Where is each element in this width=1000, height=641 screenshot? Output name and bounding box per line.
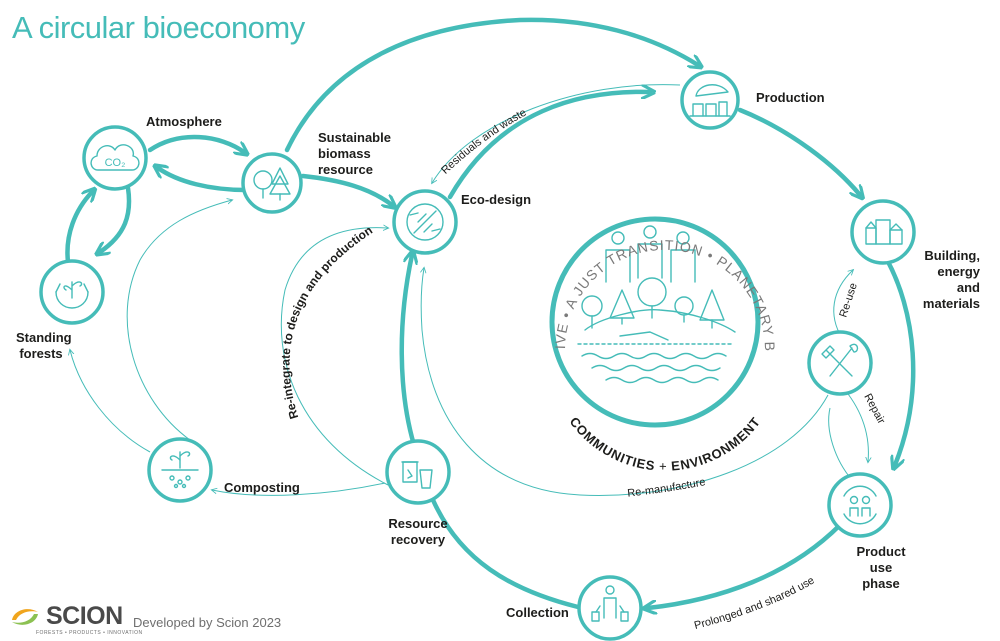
reuse-label: Re-use <box>837 281 859 318</box>
scion-logo-icon <box>12 609 38 625</box>
people-cycle-icon <box>843 485 877 525</box>
people-icon <box>605 225 696 283</box>
flow-collection-to-recovery <box>430 497 581 610</box>
flow-recovery-composting <box>212 482 386 496</box>
flow-repair <box>844 389 868 462</box>
node-production <box>680 70 740 130</box>
flow-production-to-building <box>737 107 860 195</box>
biomass-label: Sustainable biomass resource <box>318 130 391 177</box>
eco-design-label: Eco-design <box>461 192 532 207</box>
water-waves-icon <box>577 343 733 384</box>
co2-cloud-icon: CO₂ <box>90 144 140 171</box>
flow-biomass-to-production <box>284 17 698 153</box>
credit-text: Developed by Scion 2023 <box>133 615 282 630</box>
brand-tagline: FORESTS • PRODUCTS • INNOVATION <box>36 630 143 636</box>
flow-use-to-collection <box>648 522 843 608</box>
flow-atmos-biomass <box>147 134 244 152</box>
reintegrate-label: Re-integrate to design and production <box>279 223 375 421</box>
thin-flows <box>70 84 868 496</box>
repair-label: Repair <box>861 392 887 427</box>
svg-text:CO₂: CO₂ <box>105 157 126 169</box>
flow-biomass-atmos <box>158 168 249 193</box>
flow-biomass-ecodesign <box>300 173 392 205</box>
flow-repair-back <box>828 407 853 481</box>
flow-forest-atmos <box>65 192 92 265</box>
production-label: Production <box>756 90 825 105</box>
remanufacture-label: Re-manufacture <box>627 476 707 499</box>
flow-recovery-to-ecodesign <box>399 255 414 448</box>
brand-name: SCION <box>46 602 123 630</box>
flow-atmos-forest <box>100 185 132 252</box>
eco-design-icon <box>406 203 444 241</box>
trees-icon <box>253 167 291 201</box>
node-atmosphere <box>82 125 148 191</box>
tools-icon <box>821 343 859 377</box>
resource-recovery-label: Resource recovery <box>388 516 448 547</box>
node-building <box>850 199 916 265</box>
product-use-label: Product use phase <box>856 544 906 591</box>
node-circles <box>39 70 916 641</box>
atmosphere-label: Atmosphere <box>146 114 222 129</box>
building-label: Building, energy and materials <box>922 248 980 311</box>
flow-residuals <box>432 84 681 183</box>
hands-plant-icon <box>55 281 89 309</box>
collector-icon <box>591 585 629 622</box>
flow-remanufacture <box>421 268 829 496</box>
landscape-trees-icon <box>581 277 736 341</box>
flow-composting-forests <box>70 350 151 453</box>
flow-building-to-use <box>883 255 916 465</box>
flow-ecodesign-to-production <box>447 92 650 200</box>
flow-composting-biomass <box>126 200 232 441</box>
composting-label: Composting <box>224 480 300 495</box>
collection-label: Collection <box>506 605 569 620</box>
node-use <box>827 472 893 538</box>
node-recovery <box>385 439 451 505</box>
main-flows <box>65 17 916 610</box>
residuals-label: Residuals and waste <box>439 107 528 177</box>
factory-icon <box>689 84 731 117</box>
node-collection <box>577 575 643 641</box>
flow-reintegrate <box>280 228 388 486</box>
buildings-icon <box>865 219 903 245</box>
seedling-soil-icon <box>161 451 199 489</box>
page-title: A circular bioeconomy <box>12 10 305 45</box>
recycling-bins-icon <box>401 461 433 489</box>
standing-forests-label: Standing forests <box>16 330 72 361</box>
